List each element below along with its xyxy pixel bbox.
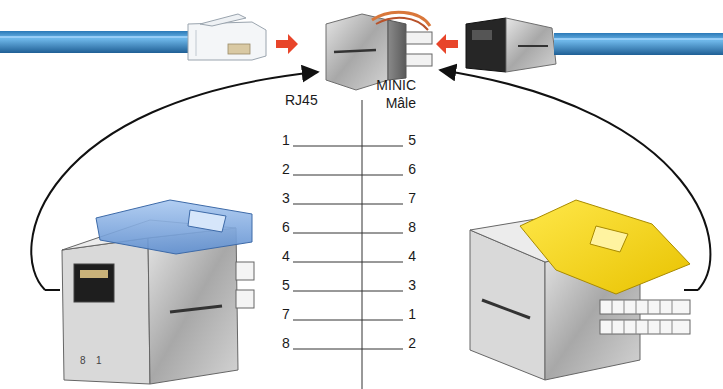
insert-arrow [276, 34, 298, 54]
minic-plug-housing [466, 18, 506, 72]
curved-arrow [440, 70, 710, 290]
tooth-lines [612, 300, 672, 334]
adapter-wires [376, 18, 428, 30]
pin-wire [293, 146, 403, 147]
arrow-tail [45, 289, 60, 291]
pin-number: 3 [408, 276, 416, 294]
plug-edge [196, 30, 197, 56]
minic-teeth [600, 300, 690, 314]
pin-wire [293, 320, 403, 321]
minic-plug-slot [518, 45, 548, 47]
adapter-slot [334, 50, 376, 52]
face-marking: 1 [96, 355, 102, 367]
pin-number: 8 [408, 218, 416, 236]
adapter-face [388, 20, 406, 80]
blue-cable [0, 31, 192, 53]
jack-opening [74, 264, 114, 302]
blue-cable [554, 33, 723, 55]
pin-wire [293, 349, 403, 350]
pin-number: 6 [408, 160, 416, 178]
pin-wire [293, 175, 403, 176]
pin-wires [293, 146, 403, 349]
pin-number: 2 [282, 160, 290, 178]
jack-cover [96, 200, 252, 254]
minic-module-slot [482, 300, 530, 318]
jack-front [62, 238, 150, 384]
minic-teeth [600, 320, 690, 334]
jack-slot [170, 306, 222, 312]
pin-number: 1 [408, 305, 416, 323]
pin-wire [293, 291, 403, 292]
curved-arrow [31, 72, 318, 290]
pin-number: 8 [282, 334, 290, 352]
rj45-plug [188, 22, 266, 60]
pin-number: 5 [282, 276, 290, 294]
jack-cover-window [188, 210, 226, 232]
pin-number: 4 [282, 247, 290, 265]
arrow-tail [684, 289, 698, 291]
jack-rear-teeth [236, 290, 254, 308]
minic-yellow-clip [520, 200, 690, 294]
pin-number: 7 [282, 305, 290, 323]
minic-plug-shell [506, 18, 556, 72]
cable-highlight [0, 36, 192, 38]
pin-wire [293, 204, 403, 205]
adapter-pins [406, 54, 432, 66]
column-heading: MINIC Mâle [370, 76, 416, 112]
pin-number: 1 [282, 131, 290, 149]
minic-plug-detail [472, 30, 492, 40]
pin-number: 4 [408, 247, 416, 265]
pin-number: 5 [408, 131, 416, 149]
pin-number: 2 [408, 334, 416, 352]
jack-contacts [80, 270, 108, 278]
face-marking: 8 [80, 355, 86, 367]
jack-rear-teeth [236, 262, 254, 280]
insert-arrow [436, 34, 458, 54]
plug-latch [200, 14, 246, 26]
adapter-pins [406, 32, 432, 44]
pin-number: 3 [282, 189, 290, 207]
table-divider [362, 100, 363, 389]
cable-highlight [554, 38, 723, 40]
column-heading: RJ45 [285, 91, 318, 109]
plug-contacts [228, 44, 250, 54]
pin-wire [293, 262, 403, 263]
pin-wire [293, 233, 403, 234]
clip-window [590, 226, 628, 252]
pin-number: 7 [408, 189, 416, 207]
pin-number: 6 [282, 218, 290, 236]
